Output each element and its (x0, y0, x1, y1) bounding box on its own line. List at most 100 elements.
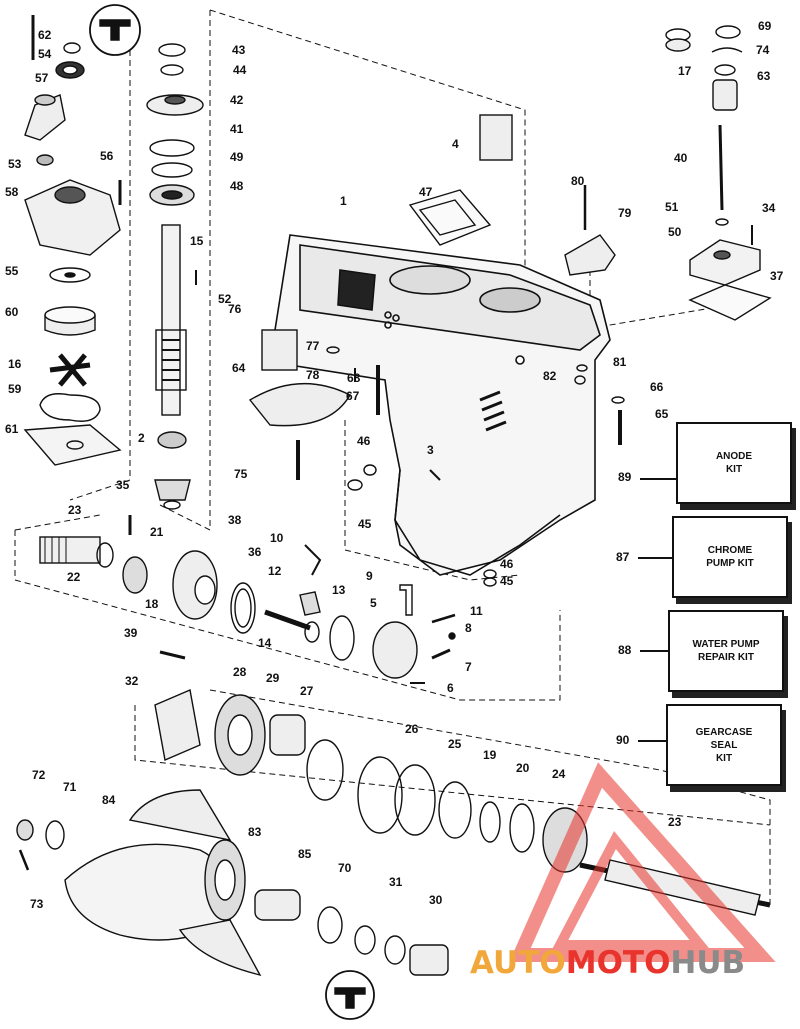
kit-box-gearcase-seal: GEARCASE SEAL KIT (666, 704, 782, 786)
callout-69: 69 (758, 19, 772, 33)
kit-box-water-pump: WATER PUMP REPAIR KIT (668, 610, 784, 692)
callout-58: 58 (5, 185, 19, 199)
kit-number: 89 (618, 470, 632, 484)
callout-23: 23 (668, 815, 682, 829)
callout-40: 40 (674, 151, 688, 165)
propeller-group (16, 789, 449, 1020)
callout-22: 22 (67, 570, 81, 584)
kit-label: WATER PUMP REPAIR KIT (692, 639, 760, 663)
callout-23: 23 (68, 503, 82, 517)
callout-45: 45 (500, 574, 514, 588)
callout-55: 55 (5, 264, 19, 278)
watermark-part: HUB (670, 945, 746, 981)
callout-48: 48 (230, 179, 244, 193)
callout-11: 11 (470, 604, 483, 618)
callout-27: 27 (300, 684, 314, 698)
callout-32: 32 (125, 674, 139, 688)
callout-49: 49 (230, 150, 244, 164)
callout-43: 43 (232, 43, 246, 57)
callout-82: 82 (543, 369, 557, 383)
kit-label: GEARCASE SEAL KIT (695, 726, 753, 764)
callout-57: 57 (35, 71, 49, 85)
gearcase-housing (274, 234, 611, 576)
callout-29: 29 (266, 671, 280, 685)
callout-12: 12 (268, 564, 282, 578)
callout-85: 85 (298, 847, 312, 861)
callout-20: 20 (516, 761, 530, 775)
callout-52: 52 (218, 292, 232, 306)
callout-45: 45 (358, 517, 372, 531)
callout-8: 8 (465, 621, 472, 635)
callout-70: 70 (338, 861, 352, 875)
callout-81: 81 (613, 355, 627, 369)
callout-7: 7 (465, 660, 472, 674)
callout-18: 18 (145, 597, 159, 611)
callout-84: 84 (102, 793, 116, 807)
callout-17: 17 (678, 64, 692, 78)
callout-31: 31 (389, 875, 403, 889)
callout-39: 39 (124, 626, 138, 640)
callout-76: 76 (228, 302, 242, 316)
callout-10: 10 (270, 531, 284, 545)
callout-13: 13 (332, 583, 346, 597)
callout-64: 64 (232, 361, 246, 375)
callout-28: 28 (233, 665, 247, 679)
callout-83: 83 (248, 825, 262, 839)
callout-24: 24 (552, 767, 566, 781)
driveshaft-column (23, 15, 122, 466)
callout-25: 25 (448, 737, 462, 751)
callout-77: 77 (306, 339, 320, 353)
kit-number: 87 (616, 550, 630, 564)
kit-box-chrome-pump: CHROME PUMP KIT (672, 516, 788, 598)
kit-number: 88 (618, 643, 632, 657)
callout-41: 41 (230, 122, 244, 136)
callout-54: 54 (38, 47, 52, 61)
callout-38: 38 (228, 513, 242, 527)
watermark-part: MOTO (565, 945, 671, 981)
kit-number: 90 (616, 733, 630, 747)
callout-66: 66 (650, 380, 664, 394)
right-top-parts (665, 25, 772, 321)
callout-80: 80 (571, 174, 585, 188)
callout-42: 42 (230, 93, 244, 107)
callout-53: 53 (8, 157, 22, 171)
callout-34: 34 (762, 201, 776, 215)
callout-36: 36 (248, 545, 262, 559)
callout-35: 35 (116, 478, 130, 492)
callout-62: 62 (38, 28, 52, 42)
watermark-text: AUTOMOTOHUB (470, 945, 800, 987)
callout-46: 46 (357, 434, 371, 448)
callout-21: 21 (150, 525, 164, 539)
callout-67: 67 (346, 389, 360, 403)
callout-79: 79 (618, 206, 632, 220)
callout-65: 65 (655, 407, 669, 421)
callout-6: 6 (447, 681, 454, 695)
callout-74: 74 (756, 43, 770, 57)
callout-3: 3 (427, 443, 434, 457)
watermark-logo-icon (509, 762, 776, 962)
callout-44: 44 (233, 63, 247, 77)
callout-30: 30 (429, 893, 443, 907)
callout-59: 59 (8, 382, 22, 396)
center-shaft-stack (146, 43, 204, 510)
callout-78: 78 (306, 368, 320, 382)
callout-2: 2 (138, 431, 145, 445)
callout-1: 1 (340, 194, 347, 208)
callout-26: 26 (405, 722, 419, 736)
callout-73: 73 (30, 897, 44, 911)
watermark-part: AUTO (470, 945, 566, 981)
callout-labels: 1234567891011121314151617181920212223232… (5, 19, 784, 911)
callout-60: 60 (5, 305, 19, 319)
callout-4: 4 (452, 137, 459, 151)
callout-68: 68 (347, 371, 361, 385)
callout-9: 9 (366, 569, 373, 583)
kit-leader (640, 650, 668, 652)
callout-72: 72 (32, 768, 46, 782)
callout-75: 75 (234, 467, 248, 481)
callout-15: 15 (190, 234, 204, 248)
callout-56: 56 (100, 149, 114, 163)
callout-37: 37 (770, 269, 784, 283)
kit-label: CHROME PUMP KIT (706, 545, 754, 569)
callout-5: 5 (370, 596, 377, 610)
